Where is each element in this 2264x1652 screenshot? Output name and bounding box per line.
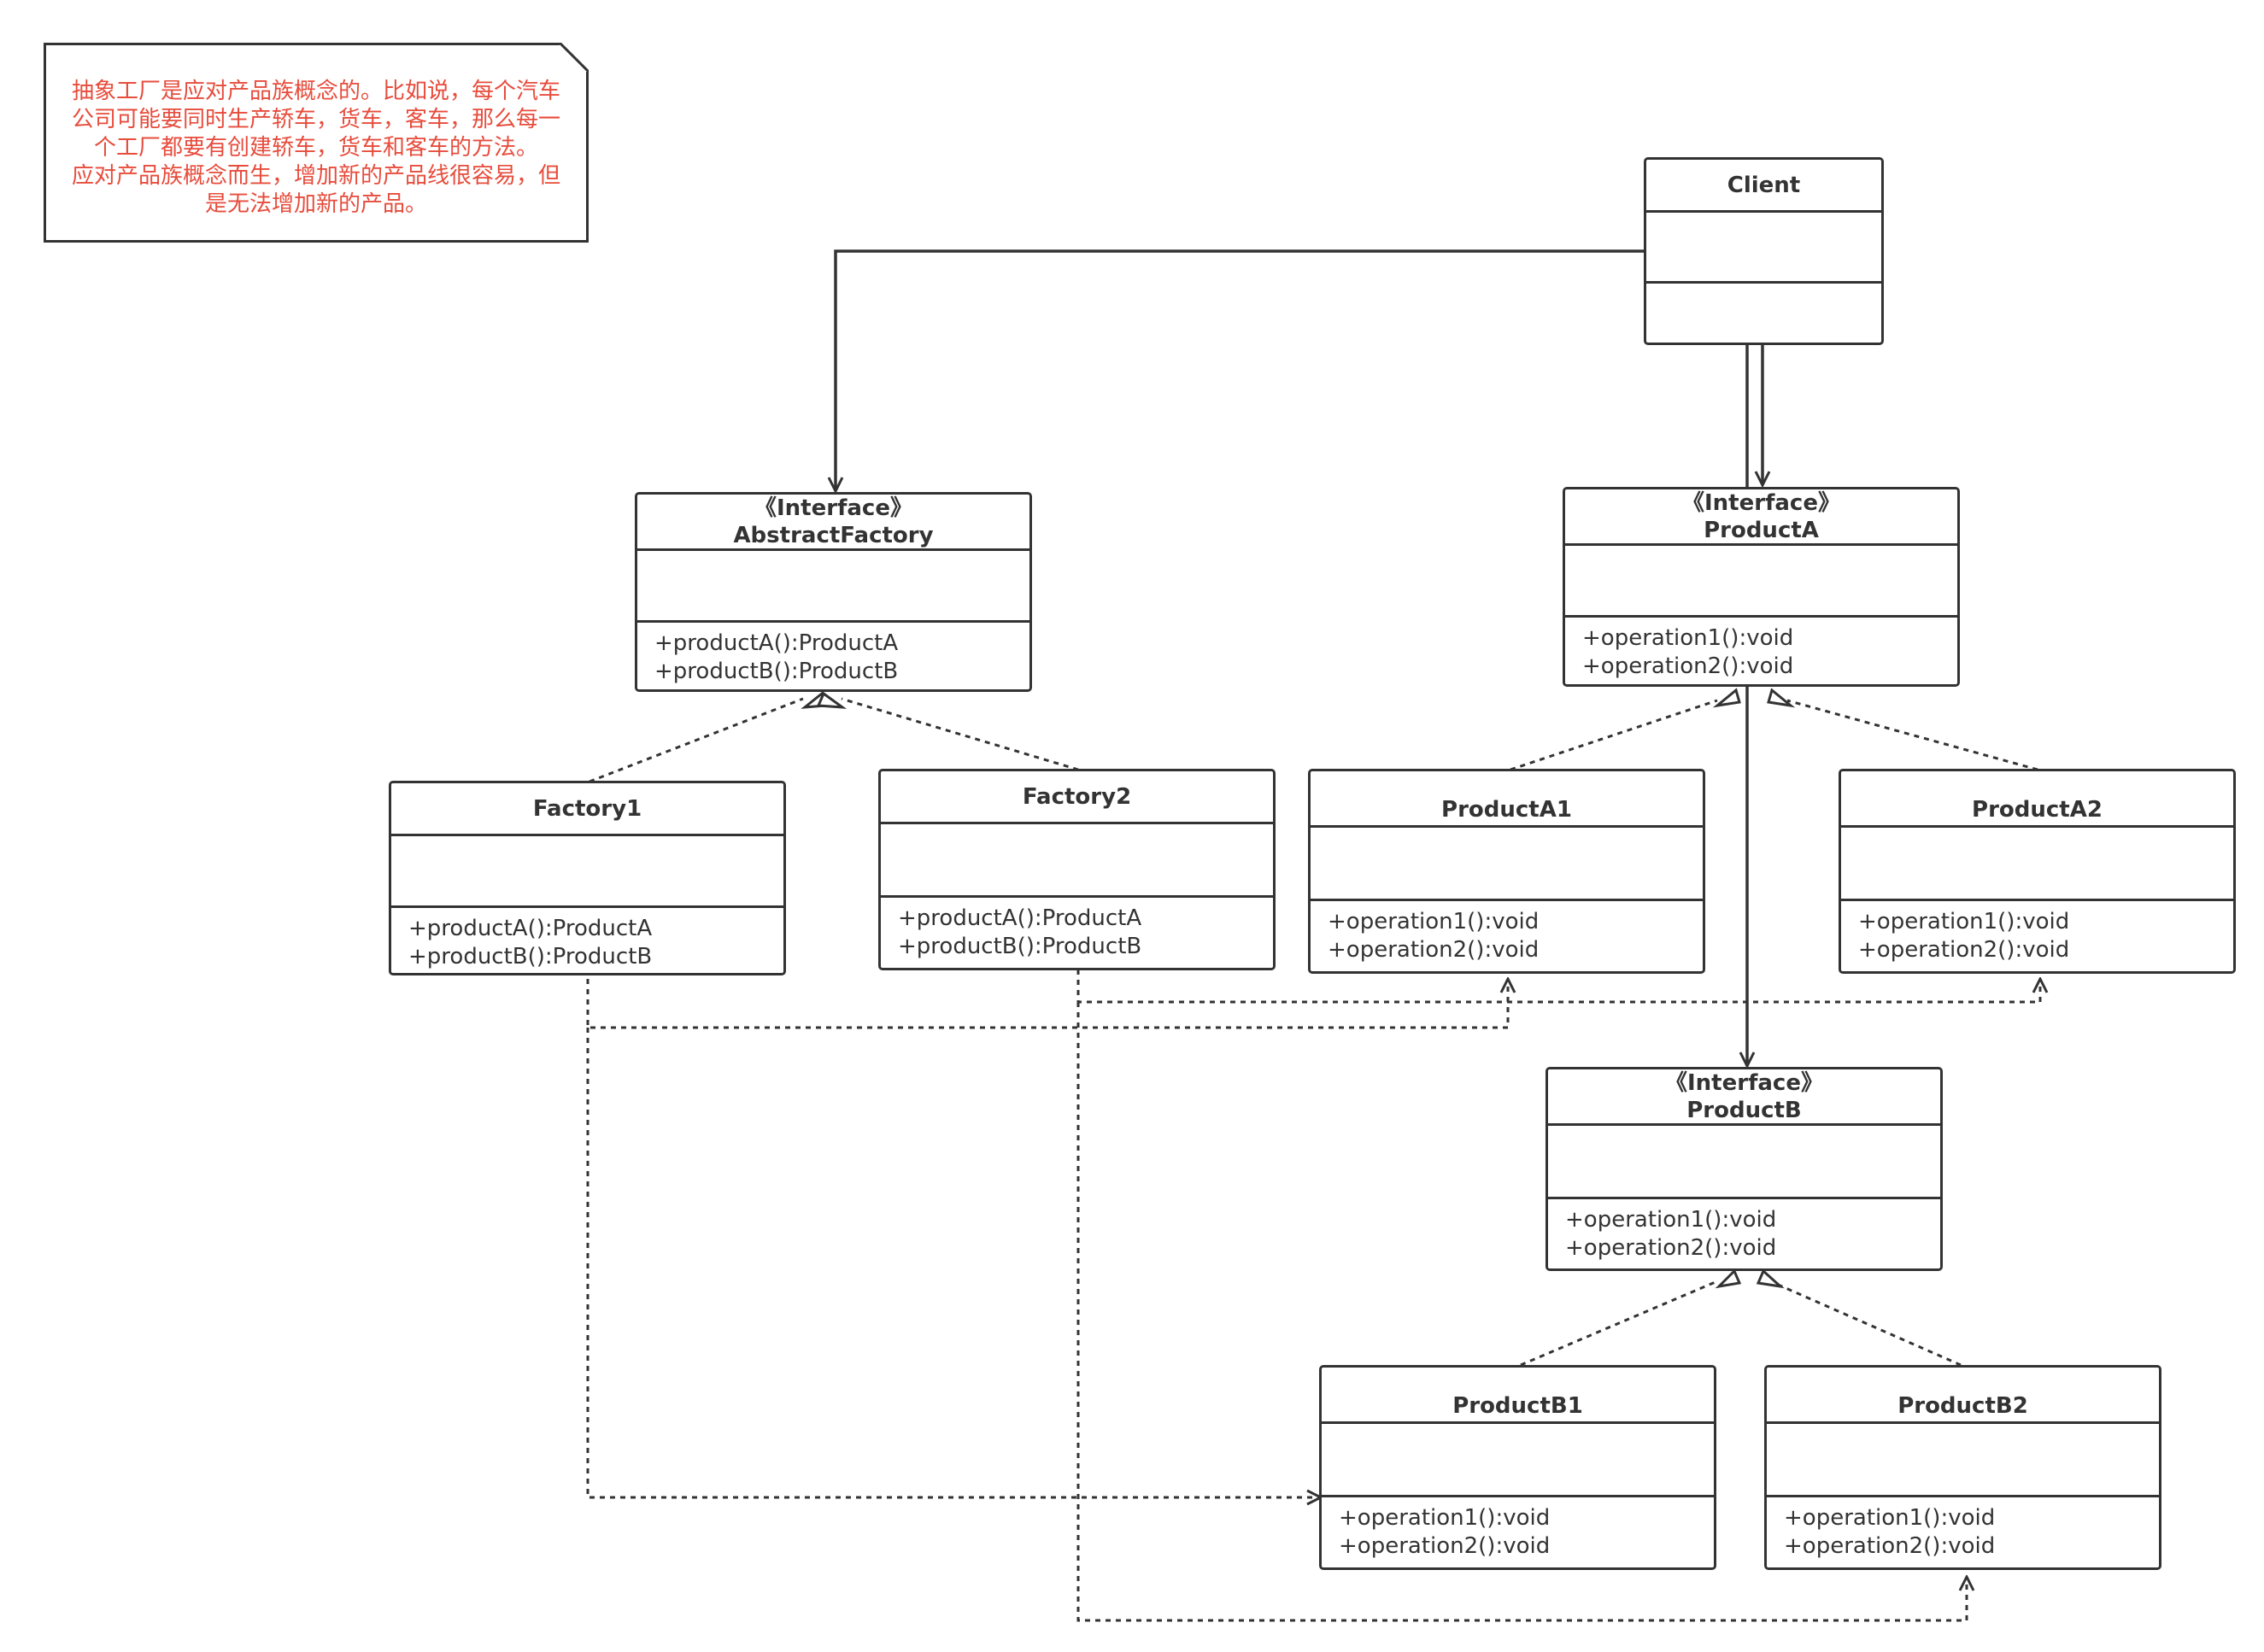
factory1-name: Factory1	[532, 795, 642, 822]
product-a-attributes	[1565, 546, 1957, 618]
product-b2-realization[interactable]	[1769, 1280, 1962, 1367]
abstract-factory-operation: +productB():ProductB	[654, 659, 899, 684]
product-a2-operation: +operation2():void	[1858, 937, 2070, 963]
client-class-header: Client	[1646, 160, 1881, 213]
product-b-realization-head-right	[1756, 1268, 1785, 1289]
product-a-stereotype: 《Interface》	[1682, 489, 1840, 516]
product-b1-header: ProductB1	[1322, 1368, 1714, 1424]
factory2-name: Factory2	[1022, 783, 1132, 810]
product-b1-operations: +operation1():void +operation2():void	[1322, 1497, 1714, 1567]
note-line: 公司可能要同时生产轿车，货车，客车，那么每一	[71, 107, 560, 132]
product-a2-class[interactable]: ProductA2 +operation1():void +operation2…	[1839, 769, 2236, 974]
product-b-attributes	[1548, 1126, 1940, 1199]
product-b1-operation: +operation2():void	[1339, 1533, 1551, 1559]
product-b-name: ProductB	[1686, 1097, 1802, 1123]
product-a2-attributes	[1841, 828, 2233, 901]
factory1-header: Factory1	[391, 783, 783, 836]
product-a2-name: ProductA2	[1972, 797, 2103, 823]
factory2-class[interactable]: Factory2 +productA():ProductA +productB(…	[878, 769, 1276, 970]
product-a-operation: +operation1():void	[1582, 625, 1794, 651]
product-a-operations: +operation1():void +operation2():void	[1565, 618, 1957, 684]
abstract-factory-header: 《Interface》 AbstractFactory	[637, 495, 1029, 551]
product-a-operation: +operation2():void	[1582, 653, 1794, 679]
factory1-attributes	[391, 836, 783, 908]
product-a1-attributes	[1311, 828, 1703, 901]
factory1-to-product-b1-dependency[interactable]	[586, 1028, 1321, 1497]
product-b-header: 《Interface》 ProductB	[1548, 1069, 1940, 1126]
product-a-realization-head-left	[1712, 688, 1741, 708]
product-b1-attributes	[1322, 1424, 1714, 1497]
product-b1-operation: +operation1():void	[1339, 1505, 1551, 1531]
product-a-interface[interactable]: 《Interface》 ProductA +operation1():void …	[1563, 487, 1960, 687]
product-a2-header: ProductA2	[1841, 771, 2233, 828]
product-b2-name: ProductB2	[1897, 1393, 2028, 1419]
client-class[interactable]: Client	[1644, 157, 1884, 345]
factory2-attributes	[881, 824, 1273, 898]
product-a-realization-head-right	[1767, 688, 1796, 708]
note-fold-icon	[560, 43, 589, 72]
product-b1-class[interactable]: ProductB1 +operation1():void +operation2…	[1319, 1365, 1716, 1570]
product-b2-operations: +operation1():void +operation2():void	[1767, 1497, 2159, 1567]
product-a1-operations: +operation1():void +operation2():void	[1311, 901, 1703, 971]
factory1-operation: +productB():ProductB	[408, 944, 653, 970]
factory2-to-product-a2-dependency[interactable]	[1076, 970, 2040, 1004]
product-b2-class[interactable]: ProductB2 +operation1():void +operation2…	[1764, 1365, 2161, 1570]
product-b2-operation: +operation2():void	[1784, 1533, 1996, 1559]
client-class-operations	[1646, 284, 1881, 343]
note-line: 个工厂都要有创建轿车，货车和客车的方法。	[93, 135, 538, 161]
product-a-header: 《Interface》 ProductA	[1565, 489, 1957, 546]
product-b1-realization[interactable]	[1520, 1280, 1718, 1367]
product-a1-operation: +operation2():void	[1328, 937, 1540, 963]
design-note[interactable]: 抽象工厂是应对产品族概念的。比如说，每个汽车 公司可能要同时生产轿车，货车，客车…	[44, 43, 589, 243]
abstract-factory-operations: +productA():ProductA +productB():Product…	[637, 623, 1029, 689]
note-line: 应对产品族概念而生，增加新的产品线很容易，但	[71, 163, 560, 189]
abstract-factory-stereotype: 《Interface》	[754, 495, 912, 521]
product-a2-realization[interactable]	[1786, 699, 2038, 771]
abstract-factory-interface[interactable]: 《Interface》 AbstractFactory +productA():…	[635, 492, 1032, 692]
factory1-operation: +productA():ProductA	[408, 916, 653, 941]
abstract-factory-operation: +productA():ProductA	[654, 630, 899, 656]
product-a1-header: ProductA1	[1311, 771, 1703, 828]
abstract-factory-attributes	[637, 551, 1029, 623]
factory1-operations: +productA():ProductA +productB():Product…	[391, 908, 783, 973]
product-b-realization-head-left	[1715, 1268, 1742, 1289]
factory1-class[interactable]: Factory1 +productA():ProductA +productB(…	[389, 781, 786, 975]
factory1-to-product-a1-dependency[interactable]	[586, 979, 1508, 1029]
abstract-factory-name: AbstractFactory	[733, 522, 934, 548]
product-a1-operation: +operation1():void	[1328, 909, 1540, 934]
product-b2-header: ProductB2	[1767, 1368, 2159, 1424]
note-line: 是无法增加新的产品。	[204, 191, 427, 217]
factory2-header: Factory2	[881, 771, 1273, 824]
product-b-operation: +operation2():void	[1565, 1235, 1777, 1261]
product-b-interface[interactable]: 《Interface》 ProductB +operation1():void …	[1546, 1067, 1943, 1271]
product-b-operations: +operation1():void +operation2():void	[1548, 1199, 1940, 1268]
factory2-operation: +productB():ProductB	[898, 934, 1142, 959]
factory2-operation: +productA():ProductA	[898, 905, 1142, 931]
product-b1-name: ProductB1	[1452, 1393, 1583, 1419]
product-a2-operation: +operation1():void	[1858, 909, 2070, 934]
factory2-realization[interactable]	[841, 697, 1079, 771]
factory2-operations: +productA():ProductA +productB():Product…	[881, 898, 1273, 968]
product-a1-realization[interactable]	[1510, 699, 1718, 771]
client-class-name: Client	[1727, 172, 1801, 198]
product-b2-attributes	[1767, 1424, 2159, 1497]
product-a1-class[interactable]: ProductA1 +operation1():void +operation2…	[1308, 769, 1705, 974]
factory2-to-product-b2-dependency[interactable]	[1076, 1002, 1967, 1622]
product-b2-operation: +operation1():void	[1784, 1505, 1996, 1531]
abstract-factory-realization-head-right	[816, 691, 848, 709]
product-a1-name: ProductA1	[1441, 797, 1572, 823]
product-a2-operations: +operation1():void +operation2():void	[1841, 901, 2233, 971]
product-a-name: ProductA	[1704, 517, 1819, 543]
product-b-stereotype: 《Interface》	[1665, 1069, 1823, 1096]
note-line: 抽象工厂是应对产品族概念的。比如说，每个汽车	[71, 79, 560, 104]
product-b-operation: +operation1():void	[1565, 1207, 1777, 1233]
client-class-attributes	[1646, 213, 1881, 284]
factory1-realization[interactable]	[589, 697, 804, 783]
client-to-abstract-factory-association[interactable]	[836, 249, 1646, 491]
